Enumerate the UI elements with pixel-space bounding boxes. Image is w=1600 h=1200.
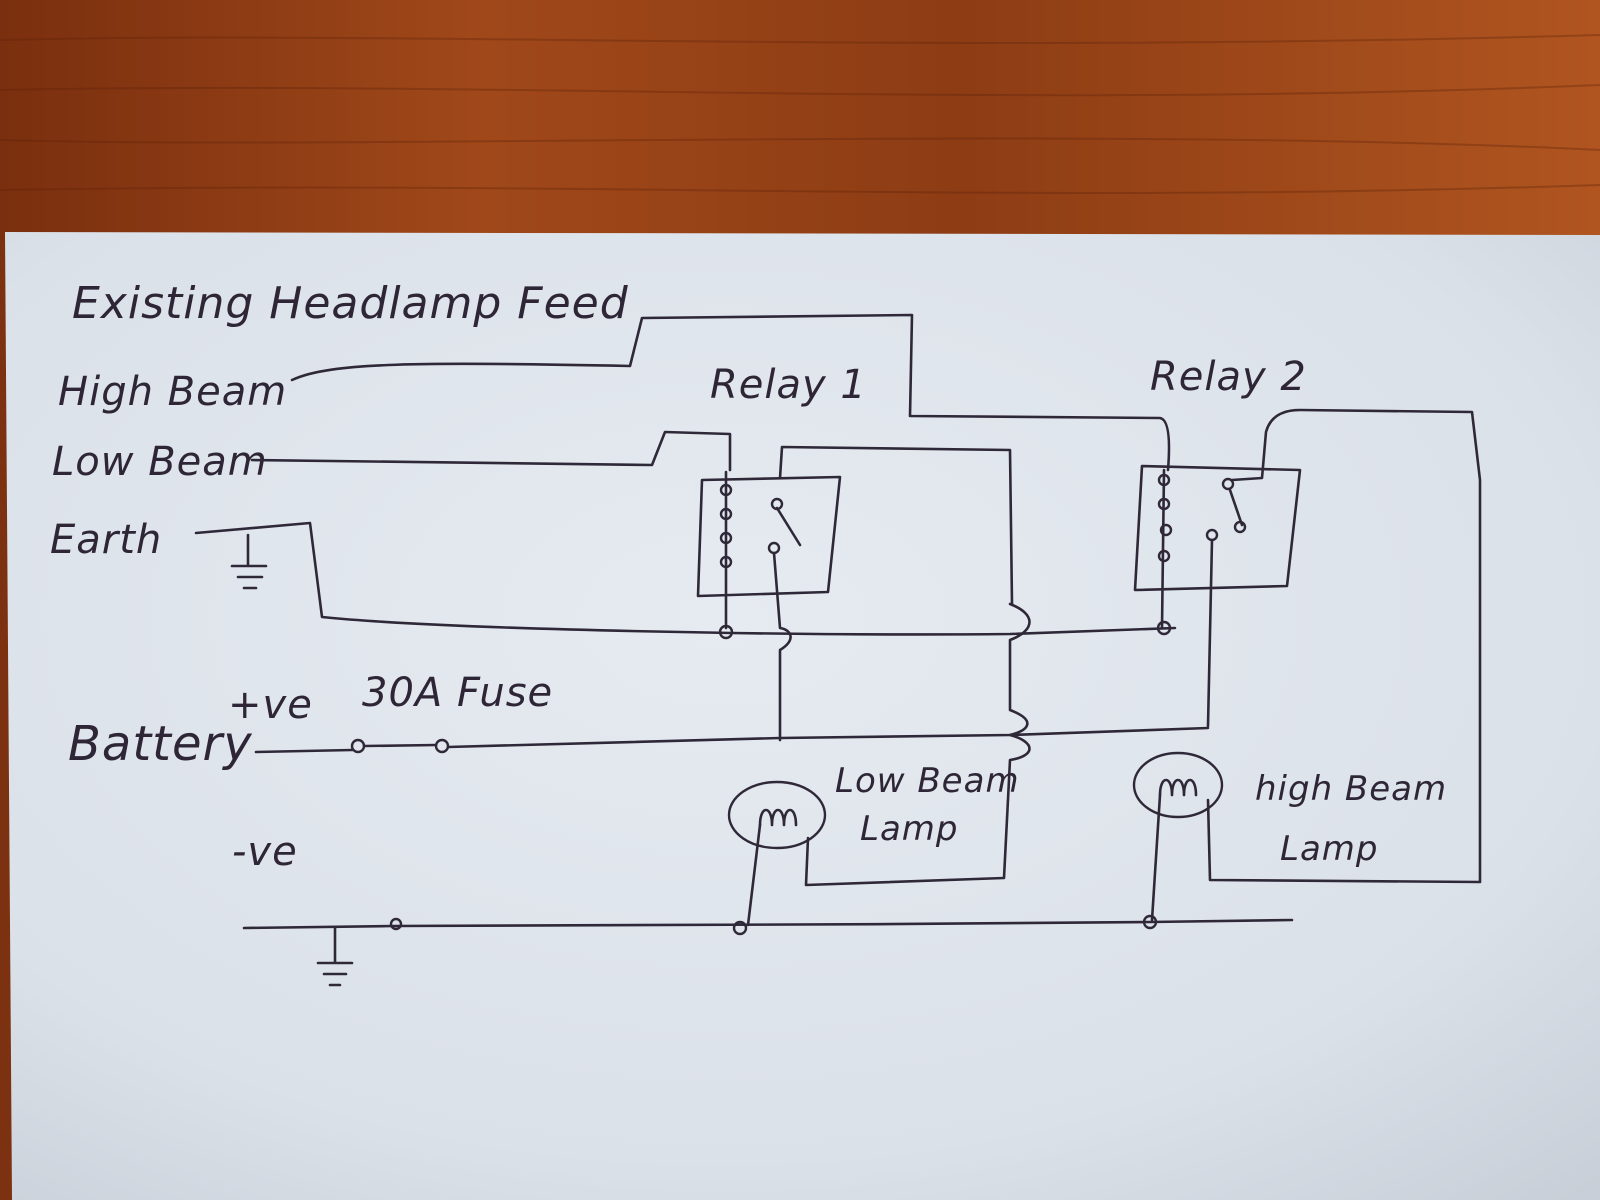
paper-sheet [5,232,1600,1200]
label-low-beam: Low Beam [52,439,268,485]
relay-1-coil-icon [718,470,734,640]
label-high-beam-lamp-1: high Beam [1255,769,1447,809]
label-low-beam-lamp-2: Lamp [860,809,958,849]
wire-battery-positive [254,748,354,754]
wire-low-beam-lamp-feed [804,733,1031,887]
negative-terminal-node [389,917,403,931]
relay-2-coil-icon [1156,468,1173,636]
title-existing-headlamp-feed: Existing Headlamp Feed [72,278,629,329]
label-high-beam: High Beam [58,369,287,415]
low-lamp-ground-node [732,920,748,936]
label-earth: Earth [50,517,162,563]
label-high-beam-lamp-2: Lamp [1280,829,1378,869]
wire-high-beam-feed [290,313,1171,472]
low-beam-lamp-icon [727,780,827,927]
wire-earth [194,521,1177,636]
relay-2-switch-icon [1205,408,1482,884]
wire-fused-feed [446,602,1210,749]
camera-shadow [611,1150,1069,1200]
high-beam-lamp-icon [1132,751,1224,922]
label-low-beam-lamp-1: Low Beam [835,761,1020,801]
label-30a-fuse: 30A Fuse [362,670,553,716]
relay-2-box [1133,464,1302,592]
wire-low-beam-feed [250,430,732,472]
earth-symbol-top [230,533,268,590]
earth-symbol-bottom [316,926,354,987]
relay-1-switch-icon [767,445,1014,742]
label-positive: +ve [228,682,313,728]
relay-1-box [696,475,842,598]
label-relay-2: Relay 2 [1150,354,1307,400]
wire-battery-negative [242,918,1294,930]
label-battery: Battery [68,716,253,772]
label-negative: -ve [232,829,298,875]
label-relay-1: Relay 1 [710,362,867,408]
high-lamp-ground-node [1142,914,1158,930]
